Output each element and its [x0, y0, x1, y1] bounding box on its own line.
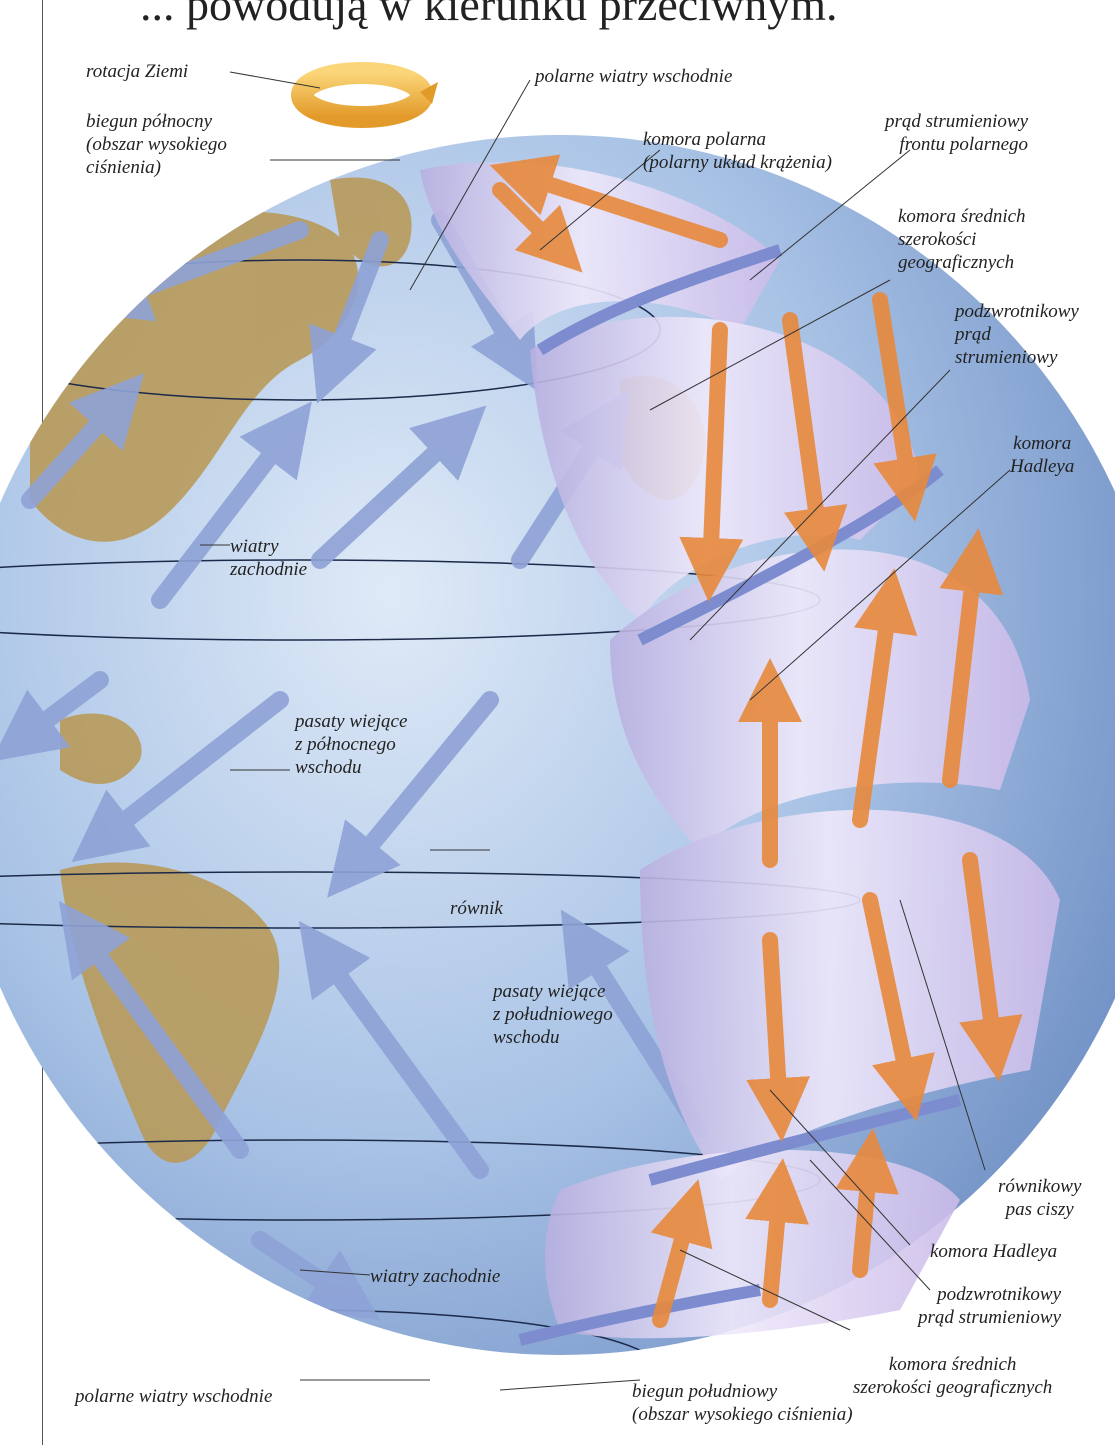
label-ferrel-south-line2: szerokości geograficznych — [853, 1376, 1052, 1399]
label-se-trades-line2: z południowego — [493, 1003, 613, 1026]
label-equator: równik — [450, 897, 503, 920]
label-polar-cell-line1: komora polarna — [643, 128, 832, 151]
label-ne-trades-line2: z północnego — [295, 733, 407, 756]
label-north-pole-line2: (obszar wysokiego — [86, 133, 227, 156]
label-polar-cell-line2: (polarny układ krążenia) — [643, 151, 832, 174]
label-westerlies-north-line2: zachodnie — [230, 558, 307, 581]
label-westerlies-north: wiatry zachodnie — [230, 535, 307, 581]
label-south-pole: biegun południowy (obszar wysokiego ciśn… — [632, 1380, 853, 1426]
label-ne-trades-line3: wschodu — [295, 756, 407, 779]
label-northeast-trades: pasaty wiejące z północnego wschodu — [295, 710, 407, 779]
label-north-pole: biegun północny (obszar wysokiego ciśnie… — [86, 110, 227, 179]
label-ferrel-north-line3: geograficznych — [898, 251, 1026, 274]
label-westerlies-south: wiatry zachodnie — [370, 1265, 500, 1288]
label-polar-easterlies-north: polarne wiatry wschodnie — [535, 65, 732, 88]
label-subtropical-jet-north-line2: prąd — [955, 323, 1079, 346]
label-southeast-trades: pasaty wiejące z południowego wschodu — [493, 980, 613, 1049]
label-ferrel-south-line1: komora średnich — [853, 1353, 1052, 1376]
label-subtropical-jet-north: podzwrotnikowy prąd strumieniowy — [955, 300, 1079, 369]
label-ferrel-north-line2: szerokości — [898, 228, 1026, 251]
label-subtropical-jet-south-line1: podzwrotnikowy — [918, 1283, 1061, 1306]
label-ferrel-north-line1: komora średnich — [898, 205, 1026, 228]
label-earth-rotation: rotacja Ziemi — [86, 60, 188, 83]
label-subtropical-jet-north-line3: strumieniowy — [955, 346, 1079, 369]
label-subtropical-jet-south-line2: prąd strumieniowy — [918, 1306, 1061, 1329]
label-south-pole-line2: (obszar wysokiego ciśnienia) — [632, 1403, 853, 1426]
label-subtropical-jet-south: podzwrotnikowy prąd strumieniowy — [918, 1283, 1061, 1329]
label-doldrums-line1: równikowy — [998, 1175, 1081, 1198]
label-doldrums-line2: pas ciszy — [998, 1198, 1081, 1221]
label-ferrel-cell-north: komora średnich szerokości geograficznyc… — [898, 205, 1026, 274]
label-hadley-cell-north: komora Hadleya — [1010, 432, 1074, 478]
label-north-pole-line1: biegun północny — [86, 110, 227, 133]
label-polar-cell: komora polarna (polarny układ krążenia) — [643, 128, 832, 174]
label-polar-jet-line1: prąd strumieniowy — [885, 110, 1028, 133]
label-se-trades-line3: wschodu — [493, 1026, 613, 1049]
label-ne-trades-line1: pasaty wiejące — [295, 710, 407, 733]
label-doldrums: równikowy pas ciszy — [998, 1175, 1081, 1221]
label-north-pole-line3: ciśnienia) — [86, 156, 227, 179]
label-polar-easterlies-south: polarne wiatry wschodnie — [75, 1385, 272, 1408]
label-subtropical-jet-north-line1: podzwrotnikowy — [955, 300, 1079, 323]
label-hadley-cell-south: komora Hadleya — [930, 1240, 1057, 1263]
label-south-pole-line1: biegun południowy — [632, 1380, 853, 1403]
label-westerlies-north-line1: wiatry — [230, 535, 307, 558]
label-polar-jet: prąd strumieniowy frontu polarnego — [885, 110, 1028, 156]
label-hadley-north-line2: Hadleya — [1010, 455, 1074, 478]
label-ferrel-cell-south: komora średnich szerokości geograficznyc… — [853, 1353, 1052, 1399]
earth-rotation-icon — [302, 73, 438, 117]
label-hadley-north-line1: komora — [1010, 432, 1074, 455]
label-polar-jet-line2: frontu polarnego — [885, 133, 1028, 156]
label-se-trades-line1: pasaty wiejące — [493, 980, 613, 1003]
